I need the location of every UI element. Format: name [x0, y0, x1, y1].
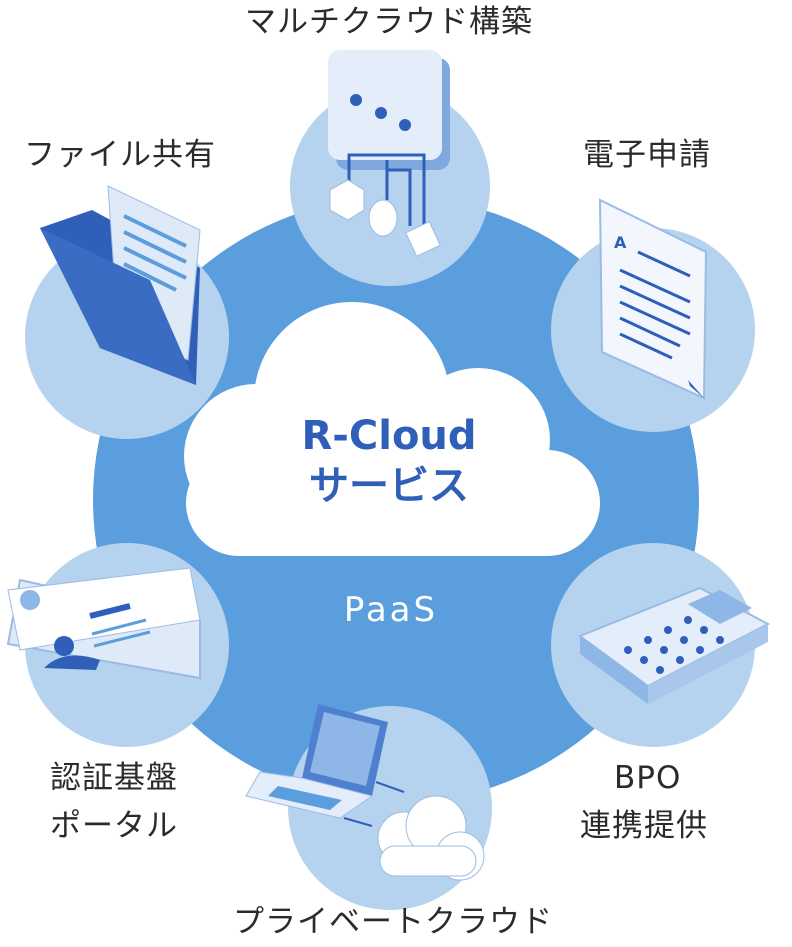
paas-label: PaaS [343, 590, 439, 630]
private-cloud-label: プライベートクラウド [233, 904, 553, 940]
auth-portal-label-line2: ポータル [50, 808, 178, 844]
id-card-icon [6, 567, 201, 680]
svg-text:A: A [614, 233, 627, 252]
calculator-icon [577, 586, 771, 704]
multicloud-label: マルチクラウド構築 [245, 4, 533, 40]
bpo-label-line2: 連携提供 [580, 808, 708, 844]
e-application-label: 電子申請 [583, 137, 711, 173]
file-share-label: ファイル共有 [24, 137, 216, 173]
center-cloud-icon [184, 302, 600, 556]
center-title-line2: サービス [309, 463, 469, 509]
auth-portal-label-line1: 認証基盤 [50, 760, 178, 796]
laptop-cloud-icon [245, 704, 485, 881]
document-icon: A [598, 198, 708, 400]
center-title-line1: R-Cloud [301, 413, 477, 459]
folder-icon [40, 185, 201, 385]
bpo-label-line1: BPO [614, 760, 682, 796]
multicloud-icon [328, 50, 450, 257]
